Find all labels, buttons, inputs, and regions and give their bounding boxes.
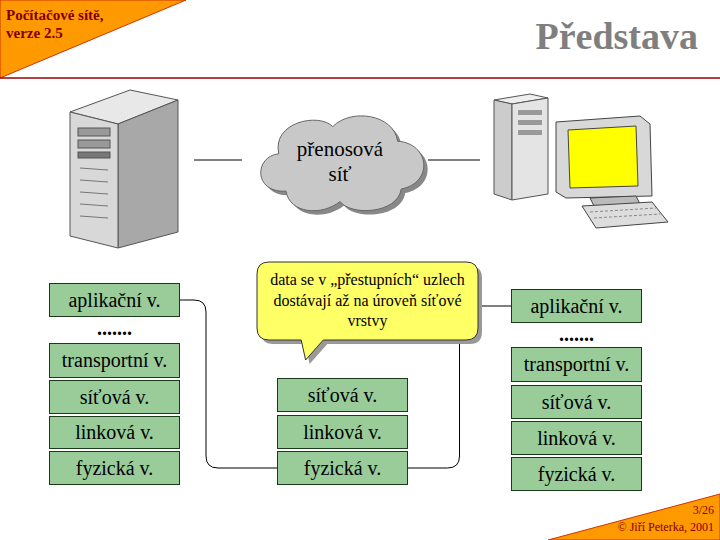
layer-box: fyzická v. <box>511 457 642 491</box>
node-text: síťová v. <box>308 384 377 407</box>
layer-box: aplikační v. <box>49 283 180 317</box>
node-text: síťová v. <box>80 386 149 409</box>
node-text: data se v „přestupních“ uzlech dostávají… <box>257 266 478 336</box>
layer-box: fyzická v. <box>277 451 408 485</box>
node-text: transportní v. <box>524 353 629 376</box>
layer-box: linková v. <box>49 416 180 449</box>
layer-box: síťová v. <box>277 378 408 412</box>
node-text: linková v. <box>303 421 382 444</box>
layer-box: linková v. <box>511 421 642 455</box>
layer-box: fyzická v. <box>49 451 180 485</box>
pc-illustration <box>494 94 668 228</box>
network-cloud: přenosová síť <box>250 110 430 214</box>
copyright: © Jiří Peterka, 2001 <box>618 520 714 535</box>
node-text: transportní v. <box>62 349 167 372</box>
layer-box: aplikační v. <box>511 289 642 323</box>
node-text: fyzická v. <box>76 457 154 480</box>
slide-title: Představa <box>535 14 698 58</box>
ellipsis: ....... <box>49 318 180 338</box>
speech-callout: data se v „přestupních“ uzlech dostávají… <box>257 262 478 340</box>
node-text: linková v. <box>537 427 616 450</box>
layer-box: transportní v. <box>511 347 642 382</box>
course-name: Počítačové sítě, verze 2.5 <box>6 6 136 42</box>
node-text: fyzická v. <box>304 457 382 480</box>
layer-box: síťová v. <box>511 385 642 419</box>
layer-box: síťová v. <box>49 380 180 414</box>
node-text: linková v. <box>75 421 154 444</box>
layer-box: transportní v. <box>49 343 180 378</box>
server-illustration <box>70 90 178 248</box>
page-number: 3/26 <box>693 503 714 518</box>
node-text: přenosová síť <box>284 137 396 187</box>
node-text: aplikační v. <box>530 295 622 318</box>
node-text: fyzická v. <box>538 463 616 486</box>
layer-box: linková v. <box>277 415 408 449</box>
ellipsis: ....... <box>511 324 642 344</box>
node-text: síťová v. <box>542 391 611 414</box>
node-text: aplikační v. <box>68 289 160 312</box>
